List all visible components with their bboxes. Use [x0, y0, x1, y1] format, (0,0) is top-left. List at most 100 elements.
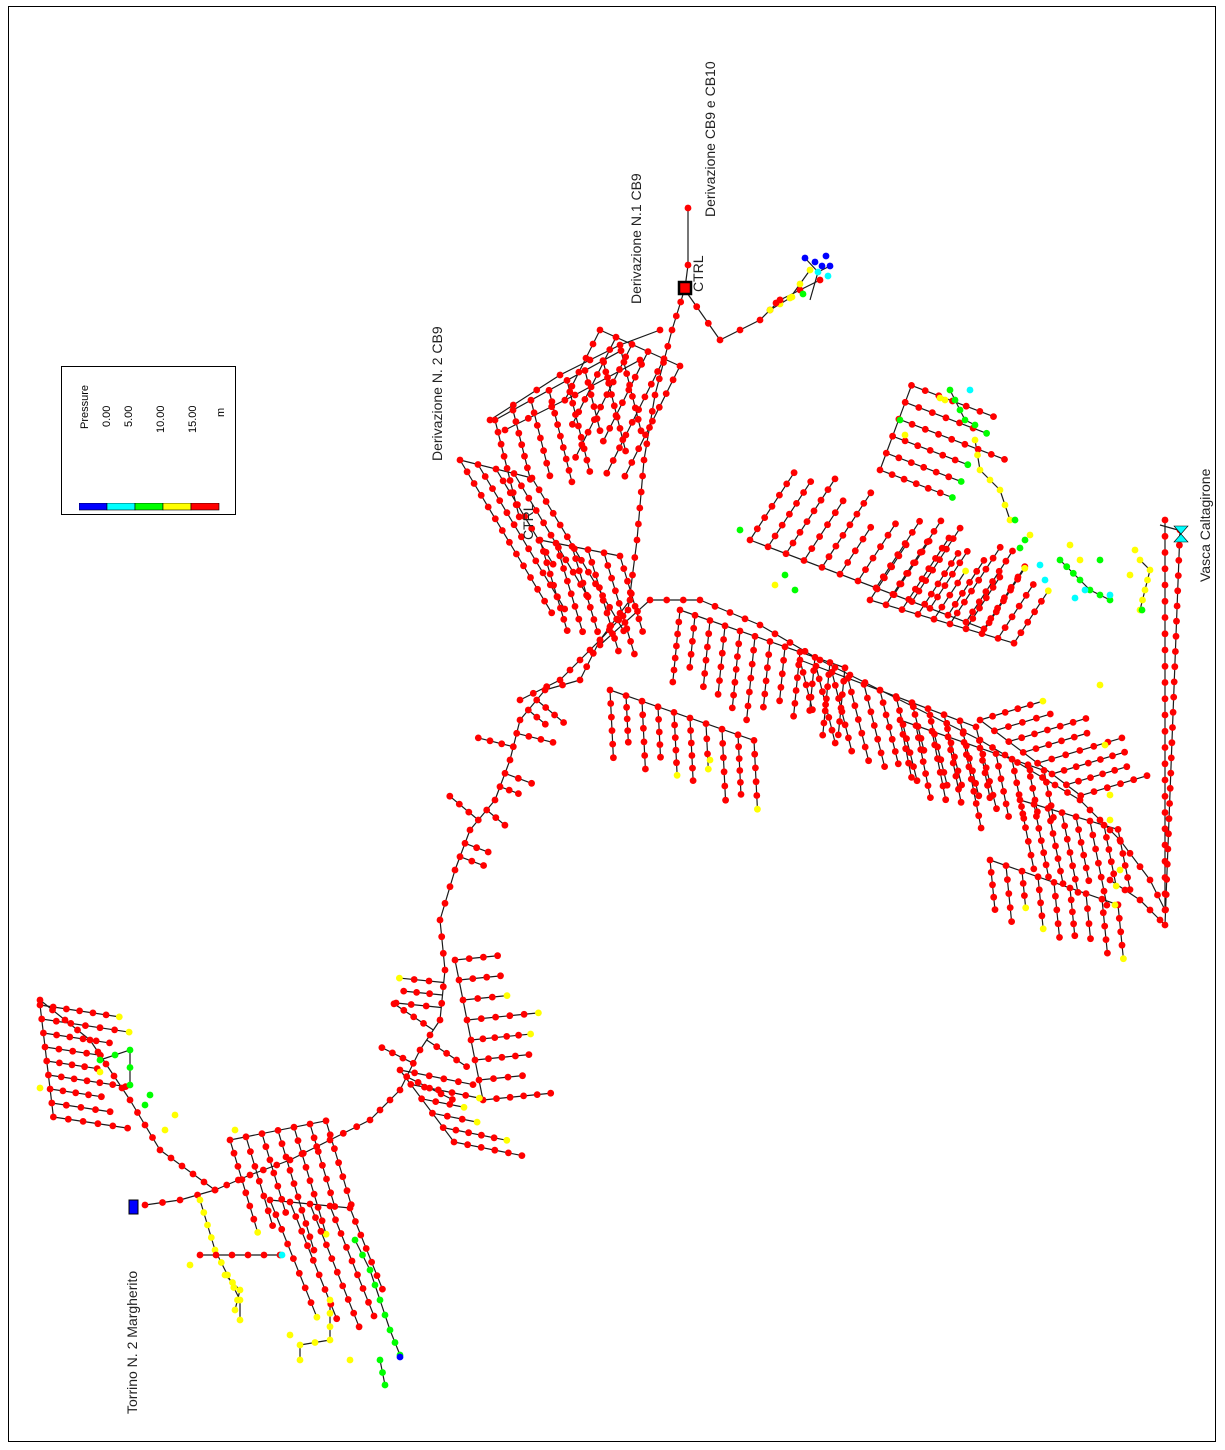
- junction-node[interactable]: [946, 591, 954, 599]
- junction-node[interactable]: [553, 593, 561, 601]
- junction-node[interactable]: [94, 1120, 102, 1128]
- junction-node[interactable]: [323, 1175, 330, 1183]
- junction-node[interactable]: [1146, 876, 1154, 884]
- junction-node[interactable]: [1066, 884, 1074, 892]
- junction-node[interactable]: [1063, 781, 1070, 789]
- junction-node[interactable]: [1044, 726, 1051, 734]
- junction-node[interactable]: [910, 559, 917, 567]
- junction-node[interactable]: [575, 368, 583, 376]
- junction-node[interactable]: [931, 741, 939, 749]
- junction-node[interactable]: [812, 662, 820, 670]
- junction-node[interactable]: [781, 571, 789, 579]
- junction-node[interactable]: [96, 1068, 104, 1076]
- junction-node[interactable]: [636, 504, 644, 512]
- junction-node[interactable]: [1019, 810, 1027, 818]
- junction-node[interactable]: [1109, 752, 1116, 760]
- junction-node[interactable]: [486, 737, 494, 745]
- junction-node[interactable]: [930, 528, 938, 535]
- junction-node[interactable]: [596, 636, 604, 644]
- junction-node[interactable]: [1098, 895, 1106, 903]
- junction-node[interactable]: [521, 452, 528, 460]
- junction-node[interactable]: [1106, 816, 1114, 824]
- junction-node[interactable]: [548, 398, 556, 406]
- junction-node[interactable]: [794, 674, 801, 682]
- junction-node[interactable]: [1099, 770, 1106, 778]
- junction-node[interactable]: [290, 1123, 298, 1131]
- junction-node[interactable]: [584, 379, 592, 386]
- junction-node[interactable]: [1170, 678, 1178, 686]
- junction-node[interactable]: [731, 678, 739, 686]
- junction-node[interactable]: [702, 656, 710, 664]
- junction-node[interactable]: [534, 585, 541, 593]
- junction-node[interactable]: [816, 533, 823, 540]
- junction-node[interactable]: [378, 1044, 386, 1051]
- junction-node[interactable]: [928, 727, 936, 735]
- junction-node[interactable]: [831, 681, 839, 689]
- junction-node[interactable]: [1053, 906, 1061, 914]
- junction-node[interactable]: [923, 538, 931, 546]
- junction-node[interactable]: [426, 990, 433, 998]
- junction-node[interactable]: [323, 1241, 330, 1249]
- junction-node[interactable]: [982, 594, 990, 602]
- junction-node[interactable]: [587, 391, 595, 398]
- junction-node[interactable]: [602, 368, 610, 376]
- junction-node[interactable]: [656, 741, 664, 748]
- junction-node[interactable]: [996, 543, 1004, 551]
- junction-node[interactable]: [1017, 629, 1025, 637]
- junction-node[interactable]: [518, 441, 526, 449]
- junction-node[interactable]: [634, 607, 641, 615]
- junction-node[interactable]: [824, 272, 832, 280]
- junction-node[interactable]: [468, 857, 476, 865]
- junction-node[interactable]: [1041, 576, 1049, 584]
- junction-node[interactable]: [908, 529, 916, 536]
- junction-node[interactable]: [752, 778, 760, 786]
- junction-node[interactable]: [577, 433, 585, 441]
- junction-node[interactable]: [1173, 602, 1181, 610]
- junction-node[interactable]: [1059, 880, 1067, 887]
- junction-node[interactable]: [967, 775, 975, 783]
- junction-node[interactable]: [1119, 850, 1127, 857]
- junction-node[interactable]: [822, 252, 830, 260]
- junction-node[interactable]: [1176, 541, 1183, 549]
- junction-node[interactable]: [629, 393, 636, 400]
- junction-node[interactable]: [290, 1255, 297, 1262]
- junction-node[interactable]: [1161, 646, 1169, 654]
- junction-node[interactable]: [782, 550, 790, 558]
- junction-node[interactable]: [532, 507, 540, 514]
- junction-node[interactable]: [332, 1216, 339, 1224]
- junction-node[interactable]: [836, 718, 843, 725]
- junction-node[interactable]: [310, 1246, 318, 1254]
- junction-node[interactable]: [1005, 890, 1013, 897]
- junction-node[interactable]: [793, 500, 800, 507]
- junction-node[interactable]: [946, 386, 954, 394]
- junction-node[interactable]: [238, 1176, 246, 1183]
- junction-node[interactable]: [1066, 541, 1074, 549]
- junction-node[interactable]: [590, 403, 598, 410]
- junction-node[interactable]: [873, 585, 881, 593]
- junction-node[interactable]: [315, 1271, 323, 1279]
- junction-node[interactable]: [313, 1313, 321, 1321]
- junction-node[interactable]: [687, 739, 695, 747]
- junction-node[interactable]: [1161, 679, 1169, 686]
- junction-node[interactable]: [973, 567, 981, 575]
- junction-node[interactable]: [1123, 763, 1131, 771]
- junction-node[interactable]: [1165, 830, 1172, 838]
- junction-node[interactable]: [274, 1127, 282, 1134]
- junction-node[interactable]: [956, 419, 963, 427]
- junction-node[interactable]: [716, 677, 723, 684]
- junction-node[interactable]: [881, 763, 888, 770]
- junction-node[interactable]: [1173, 617, 1180, 625]
- junction-node[interactable]: [1061, 822, 1069, 830]
- junction-node[interactable]: [491, 1146, 499, 1154]
- junction-node[interactable]: [1045, 741, 1053, 749]
- junction-node[interactable]: [455, 976, 463, 984]
- junction-node[interactable]: [669, 678, 677, 686]
- junction-node[interactable]: [953, 609, 961, 617]
- junction-node[interactable]: [911, 711, 919, 718]
- junction-node[interactable]: [515, 790, 522, 797]
- junction-node[interactable]: [74, 1026, 81, 1034]
- junction-node[interactable]: [821, 707, 829, 715]
- junction-node[interactable]: [443, 1049, 450, 1057]
- junction-node[interactable]: [1035, 886, 1043, 894]
- junction-node[interactable]: [438, 933, 446, 941]
